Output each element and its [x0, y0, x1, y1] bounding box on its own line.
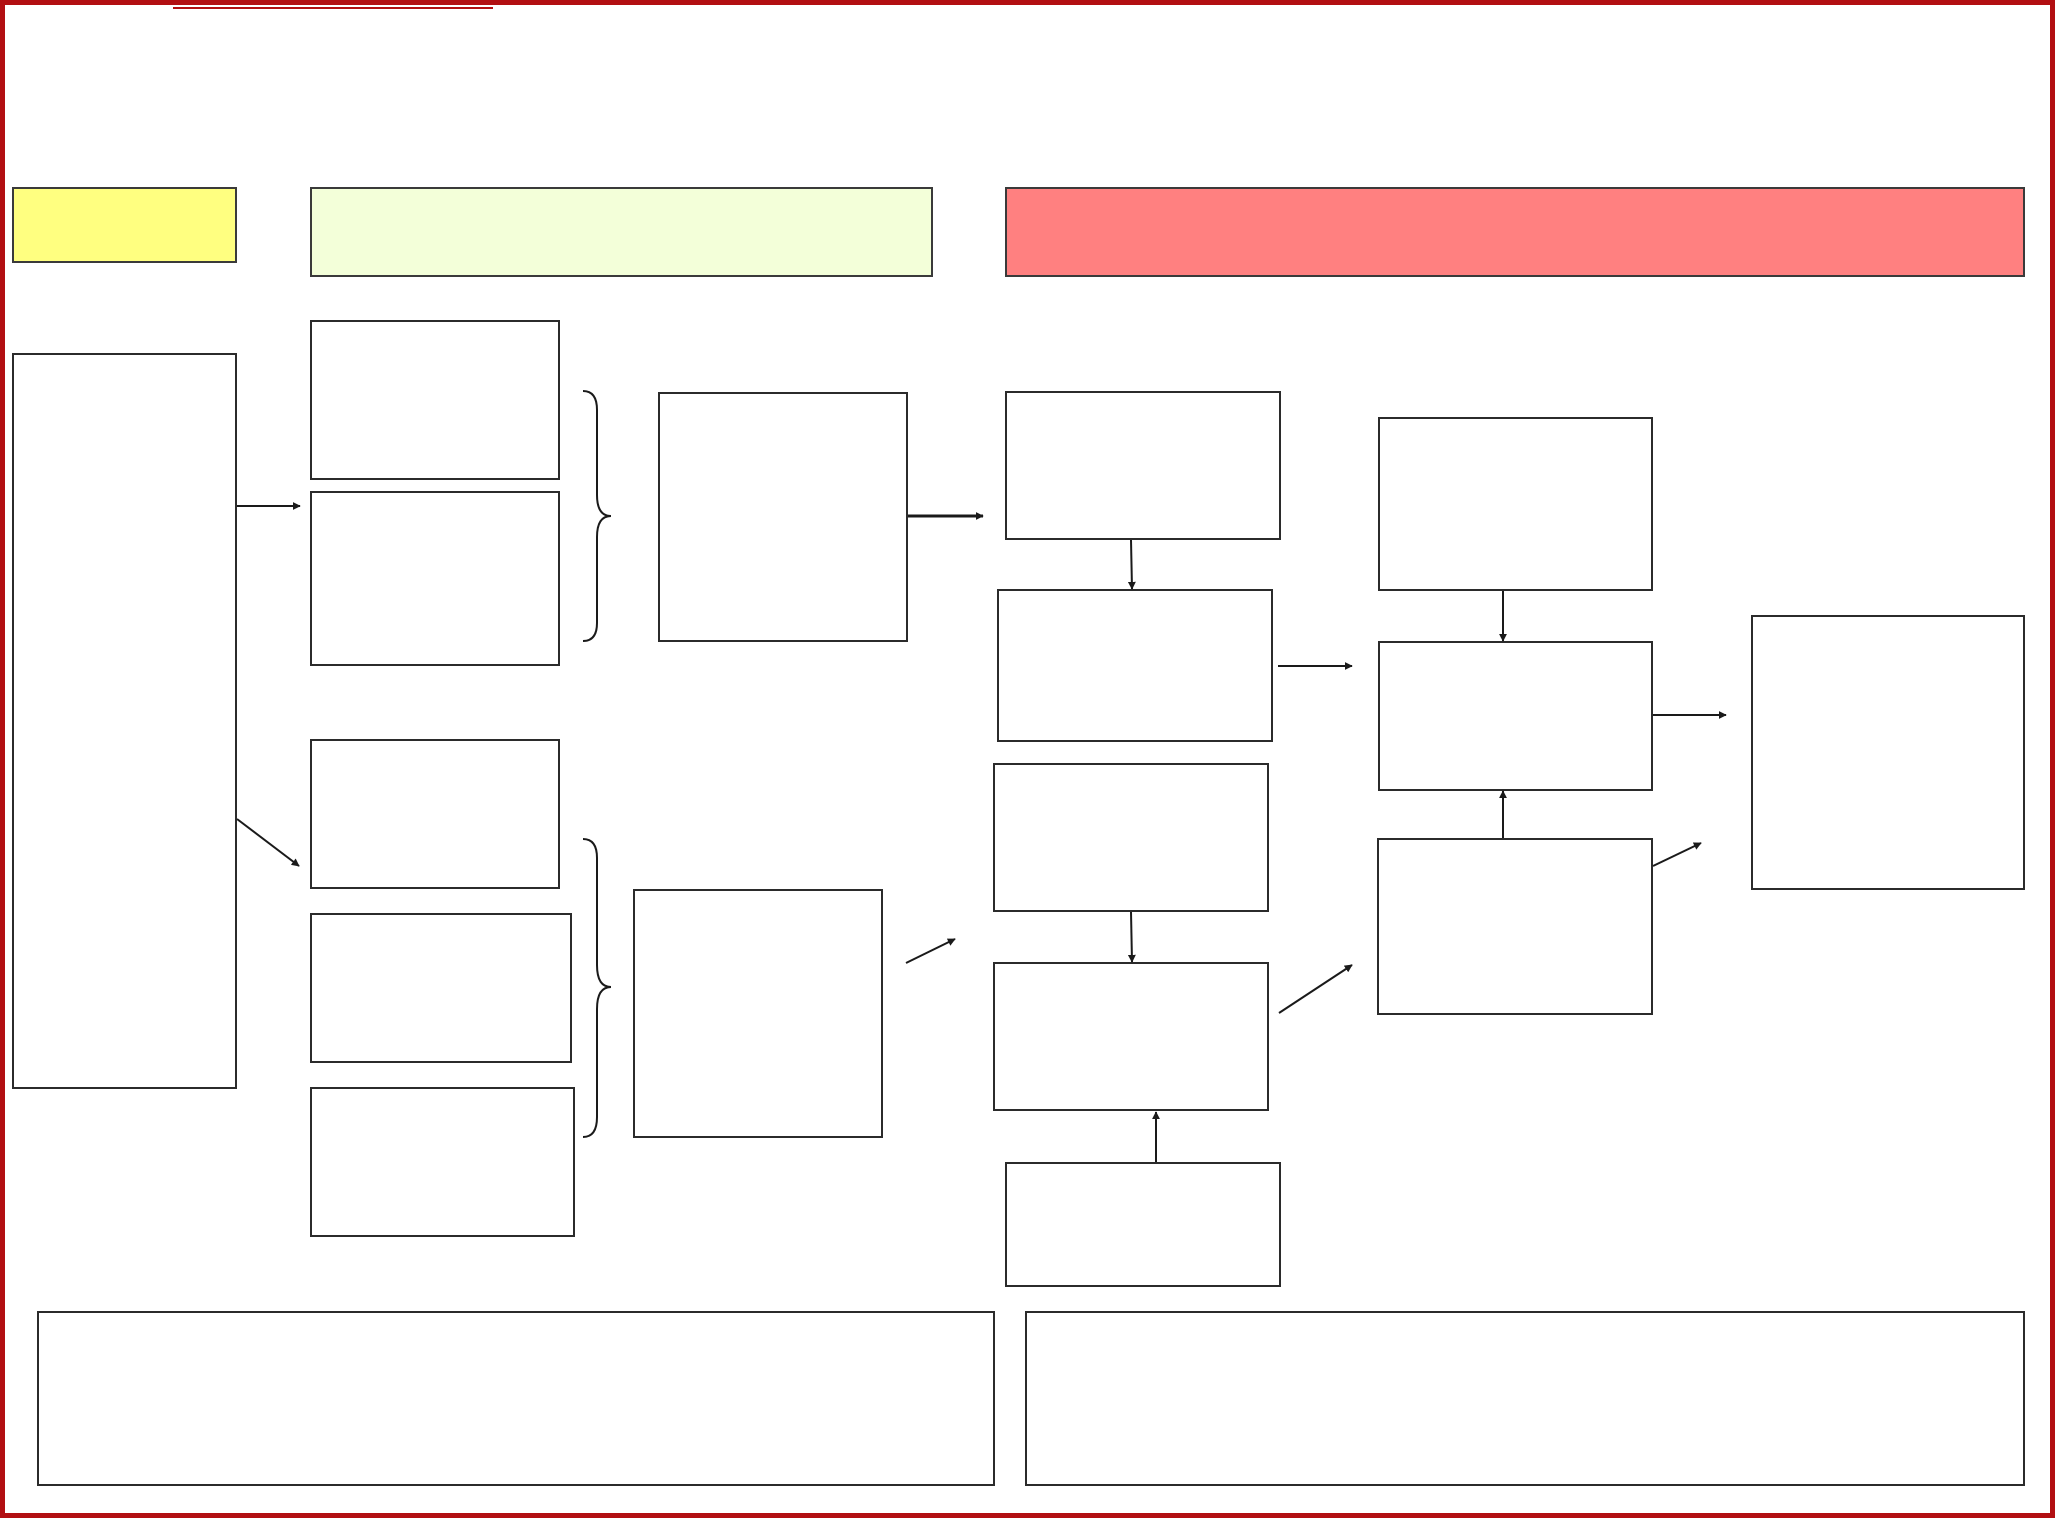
- arrow-step-a-to-step-b: [1127, 539, 1136, 590]
- step-box-c: [993, 763, 1269, 912]
- outcome-box: [1751, 615, 2025, 890]
- step-box-b: [997, 589, 1273, 742]
- notes-box-right: [1025, 1311, 2025, 1486]
- lower-item-box-1: [310, 739, 560, 889]
- upper-brace: [582, 390, 612, 642]
- arrow-stage-bottom-to-outcome: [1652, 842, 1702, 867]
- header-middle: [310, 187, 933, 277]
- lower-summary-box: [633, 889, 883, 1138]
- upper-item-box-2: [310, 491, 560, 666]
- lower-brace: [582, 838, 612, 1138]
- upper-item-box-1: [310, 320, 560, 480]
- stage-box-top: [1378, 417, 1653, 591]
- stage-box-bottom: [1377, 838, 1653, 1015]
- arrow-source-to-lower: [236, 818, 300, 867]
- notes-box-left: [37, 1311, 995, 1486]
- step-box-a: [1005, 391, 1281, 540]
- lower-item-box-2: [310, 913, 572, 1063]
- lower-item-box-3: [310, 1087, 575, 1237]
- stage-box-middle: [1378, 641, 1653, 791]
- arrow-lower-summary-to-step-d: [905, 938, 956, 964]
- title-underline: [173, 7, 493, 9]
- upper-summary-box: [658, 392, 908, 642]
- arrow-step-c-to-step-d: [1127, 911, 1136, 963]
- step-box-d: [993, 962, 1269, 1111]
- source-box: [12, 353, 237, 1089]
- step-box-e: [1005, 1162, 1281, 1287]
- header-left: [12, 187, 237, 263]
- header-right: [1005, 187, 2025, 277]
- arrow-step-d-to-stage-bottom: [1278, 964, 1353, 1014]
